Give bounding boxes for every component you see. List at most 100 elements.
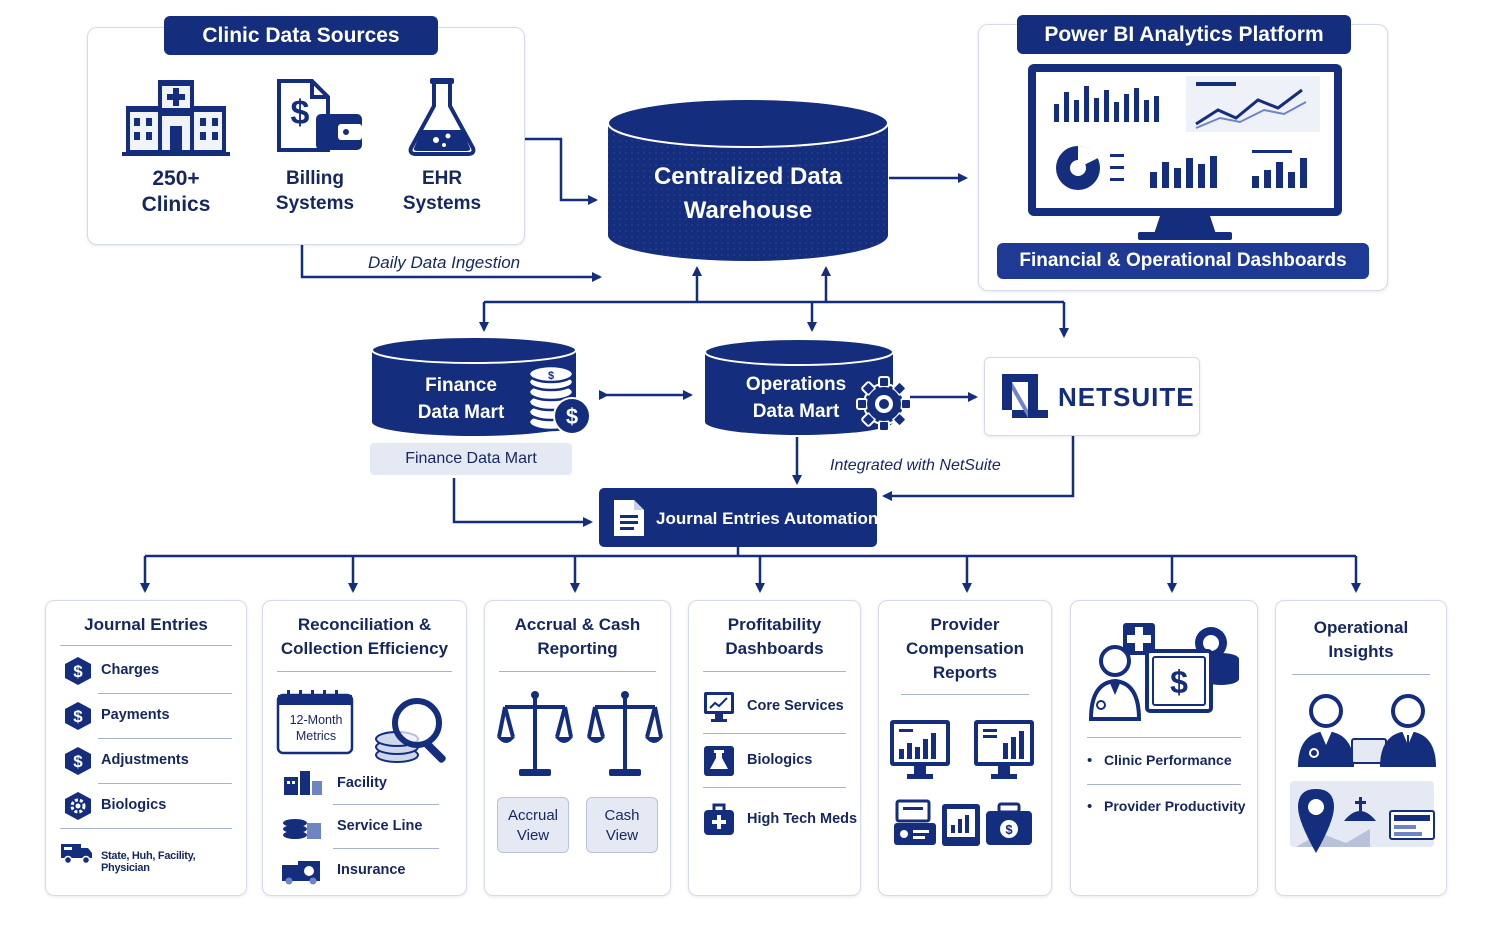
divider bbox=[1087, 784, 1241, 785]
svg-text:$: $ bbox=[73, 707, 83, 726]
divider bbox=[98, 738, 232, 739]
journal-entries-card: Journal Entries $ Charges $ Payments $ A… bbox=[45, 600, 247, 896]
facility-label: Facility bbox=[337, 775, 387, 791]
daily-data-ingestion-label: Daily Data Ingestion bbox=[368, 253, 521, 272]
chart-monitor-icon bbox=[704, 692, 734, 722]
divider bbox=[98, 783, 232, 784]
dimensions-label: State, Huh, Facility, Physician bbox=[101, 850, 196, 874]
operations-data-mart-cylinder bbox=[704, 338, 894, 435]
magnifier-coins-icon bbox=[375, 698, 446, 763]
svg-text:$: $ bbox=[73, 662, 83, 681]
report-monitor-icon bbox=[974, 720, 1034, 779]
payments-label: Payments bbox=[101, 707, 170, 723]
divider bbox=[1292, 674, 1430, 675]
divider bbox=[60, 828, 232, 829]
clinics-label: 250+Clinics bbox=[141, 167, 211, 216]
divider bbox=[499, 671, 656, 672]
svg-text:$: $ bbox=[566, 404, 578, 429]
svg-text:$: $ bbox=[291, 94, 310, 132]
insurance-label: Insurance bbox=[337, 862, 406, 878]
netsuite-label: NETSUITE bbox=[1058, 382, 1195, 412]
powerbi-title: Power BI Analytics Platform bbox=[1017, 15, 1351, 54]
dollar-hex-icon: $ bbox=[65, 657, 91, 685]
divider bbox=[333, 848, 439, 849]
divider bbox=[98, 693, 232, 694]
dollar-hex-icon: $ bbox=[65, 702, 91, 730]
reconciliation-title: Reconciliation &Collection Efficiency bbox=[280, 615, 449, 658]
performance-card: $ • Clinic Performance • Provider Produc… bbox=[1070, 600, 1258, 896]
map-pin-icon bbox=[1296, 789, 1435, 853]
journal-automation-label: Journal Entries Automation bbox=[656, 509, 879, 528]
lab-flask-icon bbox=[704, 746, 734, 776]
calendar-icon bbox=[276, 690, 354, 755]
biologics-profit-label: Biologics bbox=[747, 752, 813, 768]
bullet-dot: • bbox=[1087, 752, 1093, 769]
document-icon bbox=[614, 500, 644, 536]
report-monitor-icon bbox=[890, 720, 950, 779]
service-line-label: Service Line bbox=[337, 818, 423, 834]
clinic-performance-label: Clinic Performance bbox=[1104, 752, 1232, 768]
divider bbox=[703, 733, 846, 734]
divider bbox=[333, 804, 439, 805]
data-warehouse-cylinder bbox=[607, 98, 889, 261]
insurance-icon bbox=[282, 861, 320, 885]
tablet-chart-icon bbox=[942, 804, 980, 846]
team-icon bbox=[1298, 694, 1436, 767]
id-card-icon bbox=[894, 799, 936, 845]
dollar-hex-icon: $ bbox=[65, 747, 91, 775]
powerbi-subtitle: Financial & Operational Dashboards bbox=[997, 243, 1369, 279]
coins-dollar-icon: $ $ bbox=[527, 364, 591, 435]
core-services-label: Core Services bbox=[747, 698, 844, 714]
dashboard-monitor-icon bbox=[1028, 64, 1342, 240]
svg-text:$: $ bbox=[1170, 664, 1188, 700]
scales-icon bbox=[497, 691, 573, 776]
biologics-label: Biologics bbox=[101, 797, 167, 813]
service-line-icon bbox=[283, 819, 321, 839]
adjustments-label: Adjustments bbox=[101, 752, 189, 768]
money-case-icon: $ bbox=[986, 802, 1032, 845]
bar-chart-widget bbox=[1054, 86, 1159, 122]
netsuite-logo-icon bbox=[1002, 374, 1048, 418]
scales-icon bbox=[587, 691, 663, 776]
divider bbox=[901, 694, 1029, 695]
finance-data-mart-caption: Finance Data Mart bbox=[370, 443, 572, 475]
divider bbox=[60, 645, 232, 646]
hospital-icon bbox=[122, 80, 230, 156]
gear-icon bbox=[856, 376, 912, 432]
svg-text:$: $ bbox=[1005, 822, 1013, 837]
medical-kit-icon bbox=[704, 803, 734, 835]
integrated-netsuite-label: Integrated with NetSuite bbox=[830, 457, 1001, 474]
truck-icon bbox=[61, 844, 92, 865]
svg-text:$: $ bbox=[73, 752, 83, 771]
gear-hex-icon bbox=[65, 792, 91, 820]
bullet-dot: • bbox=[1087, 798, 1093, 815]
divider bbox=[703, 787, 846, 788]
svg-text:$: $ bbox=[548, 370, 554, 382]
divider bbox=[703, 671, 846, 672]
journal-automation-box bbox=[599, 488, 877, 547]
charges-label: Charges bbox=[101, 662, 160, 678]
provider-productivity-label: Provider Productivity bbox=[1104, 798, 1246, 814]
billing-icon: $ bbox=[277, 79, 362, 152]
facility-icon bbox=[284, 771, 322, 795]
divider bbox=[277, 671, 452, 672]
flask-icon bbox=[408, 78, 476, 156]
doctor-finance-icon: $ bbox=[1088, 623, 1239, 721]
journal-entries-title: Journal Entries bbox=[84, 615, 208, 634]
clinic-data-sources-title: Clinic Data Sources bbox=[164, 16, 438, 55]
